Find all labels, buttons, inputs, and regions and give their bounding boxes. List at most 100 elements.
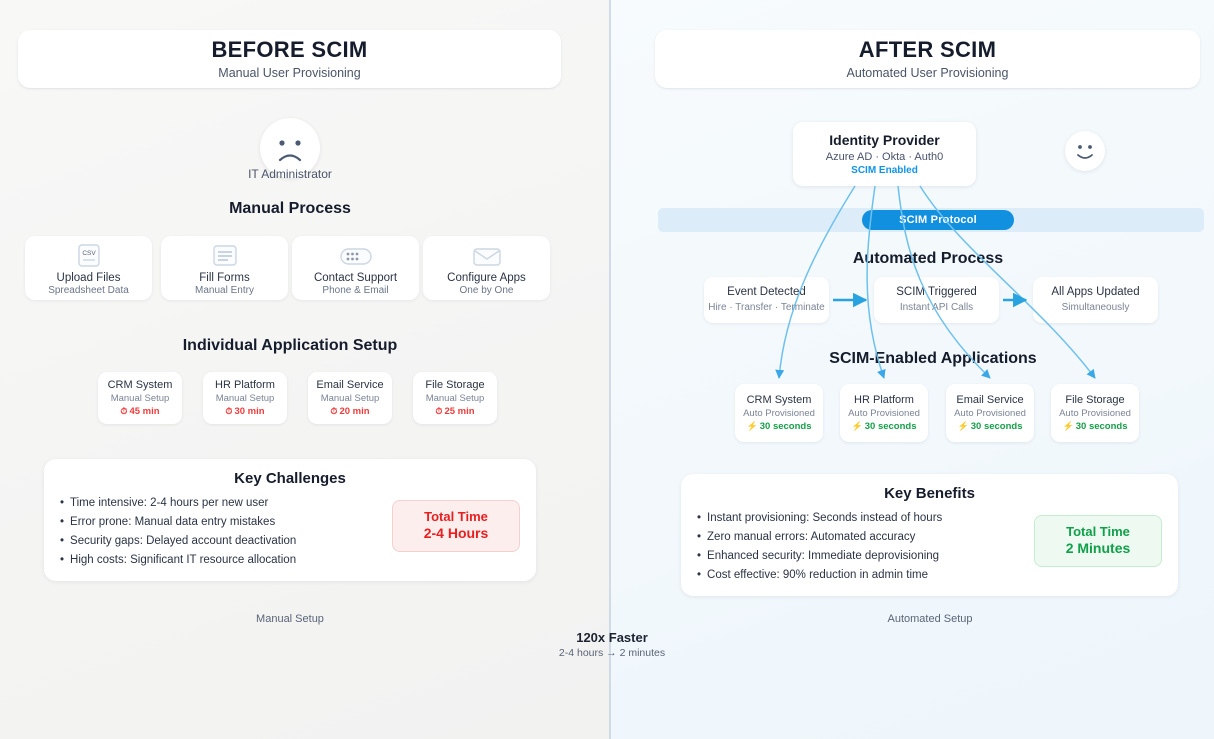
list-item: Enhanced security: Immediate deprovision… — [697, 547, 1034, 566]
step-card-contact-support[interactable]: Contact Support Phone & Email — [292, 236, 419, 300]
svg-text:CSV: CSV — [82, 250, 96, 257]
list-item: Security gaps: Delayed account deactivat… — [60, 532, 392, 551]
individual-application-setup-title: Individual Application Setup — [182, 337, 398, 354]
app-card-file-storage[interactable]: File Storage Manual Setup ⏱25 min — [413, 372, 497, 424]
process-card-event-detected[interactable]: Event Detected Hire · Transfer · Termina… — [704, 277, 829, 323]
process-subtitle: Hire · Transfer · Terminate — [708, 301, 825, 313]
key-benefits-list: Instant provisioning: Seconds instead of… — [697, 509, 1034, 585]
identity-provider-name: Identity Provider — [829, 132, 940, 148]
phone-keypad-icon — [338, 243, 374, 269]
stopwatch-icon: ⏱ — [330, 405, 338, 416]
after-title: AFTER SCIM — [858, 37, 997, 63]
sad-face-icon — [260, 118, 320, 178]
automated-process-title: Automated Process — [852, 250, 1004, 267]
step-subtitle: Spreadsheet Data — [48, 285, 129, 297]
scim-enabled-applications-title: SCIM-Enabled Applications — [829, 350, 1037, 367]
list-item: Cost effective: 90% reduction in admin t… — [697, 566, 1034, 585]
step-subtitle: Phone & Email — [322, 285, 389, 297]
csv-file-icon: CSV — [75, 243, 103, 269]
app-metric: ⏱45 min — [120, 405, 160, 417]
list-item: Error prone: Manual data entry mistakes — [60, 513, 392, 532]
app-name: CRM System — [107, 378, 173, 391]
stopwatch-icon: ⏱ — [120, 405, 128, 416]
app-card-hr-platform[interactable]: HR Platform Manual Setup ⏱30 min — [203, 372, 287, 424]
before-scim-panel — [0, 0, 610, 739]
speedup-headline: 120x Faster — [576, 630, 648, 645]
list-item: Instant provisioning: Seconds instead of… — [697, 509, 1034, 528]
before-footer-label: Manual Setup — [256, 613, 324, 625]
after-footer-label: Automated Setup — [887, 613, 973, 625]
scim-app-card-hr-platform[interactable]: HR Platform Auto Provisioned ⚡30 seconds — [840, 384, 928, 442]
manual-process-title: Manual Process — [229, 200, 351, 217]
process-subtitle: Simultaneously — [1061, 301, 1130, 313]
speedup-detail: 2-4 hours → 2 minutes — [558, 647, 666, 659]
app-card-email-service[interactable]: Email Service Manual Setup ⏱20 min — [308, 372, 392, 424]
identity-provider-card[interactable]: Identity Provider Azure AD · Okta · Auth… — [793, 122, 976, 186]
step-title: Upload Files — [56, 272, 121, 284]
after-scim-panel — [610, 0, 1214, 739]
lightning-icon: ⚡ — [746, 420, 758, 431]
envelope-icon — [470, 243, 504, 269]
app-metric: ⏱25 min — [435, 405, 475, 417]
app-name: CRM System — [746, 393, 812, 406]
happy-face-icon — [1065, 131, 1105, 171]
app-mode: Manual Setup — [425, 392, 485, 404]
process-card-scim-triggered[interactable]: SCIM Triggered Instant API Calls — [874, 277, 999, 323]
lightning-icon: ⚡ — [851, 420, 863, 431]
app-mode: Manual Setup — [320, 392, 380, 404]
scim-app-card-email-service[interactable]: Email Service Auto Provisioned ⚡30 secon… — [946, 384, 1034, 442]
lightning-icon: ⚡ — [957, 420, 969, 431]
scim-app-card-crm-system[interactable]: CRM System Auto Provisioned ⚡30 seconds — [735, 384, 823, 442]
speedup-note: 120x Faster 2-4 hours → 2 minutes — [512, 630, 712, 659]
key-challenges-list: Time intensive: 2-4 hours per new user E… — [60, 494, 392, 570]
lightning-icon: ⚡ — [1062, 420, 1074, 431]
key-challenges-panel: Key Challenges Time intensive: 2-4 hours… — [44, 459, 536, 581]
step-card-fill-forms[interactable]: Fill Forms Manual Entry — [161, 236, 288, 300]
app-metric: ⚡30 seconds — [1062, 420, 1128, 432]
total-time-badge-after: Total Time 2 Minutes — [1034, 515, 1162, 567]
identity-provider-vendors: Azure AD · Okta · Auth0 — [825, 151, 944, 163]
app-card-crm-system[interactable]: CRM System Manual Setup ⏱45 min — [98, 372, 182, 424]
scim-app-card-file-storage[interactable]: File Storage Auto Provisioned ⚡30 second… — [1051, 384, 1139, 442]
scim-enabled-badge: SCIM Enabled — [851, 165, 918, 176]
scim-protocol-pill: SCIM Protocol — [862, 210, 1014, 230]
app-metric: ⏱20 min — [330, 405, 370, 417]
list-item: Time intensive: 2-4 hours per new user — [60, 494, 392, 513]
before-subtitle: Manual User Provisioning — [218, 65, 361, 80]
app-mode: Manual Setup — [215, 392, 275, 404]
before-header-card: BEFORE SCIM Manual User Provisioning — [18, 30, 561, 88]
app-mode: Auto Provisioned — [954, 407, 1026, 419]
app-metric: ⏱30 min — [225, 405, 265, 417]
key-benefits-title: Key Benefits — [884, 485, 975, 502]
key-challenges-title: Key Challenges — [234, 470, 346, 487]
process-title: SCIM Triggered — [896, 286, 977, 299]
app-metric: ⚡30 seconds — [957, 420, 1023, 432]
list-item: High costs: Significant IT resource allo… — [60, 551, 392, 570]
app-name: File Storage — [425, 378, 485, 391]
panel-divider — [609, 0, 611, 739]
app-mode: Manual Setup — [110, 392, 170, 404]
step-card-upload-files[interactable]: CSV Upload Files Spreadsheet Data — [25, 236, 152, 300]
app-mode: Auto Provisioned — [743, 407, 815, 419]
total-time-value: 2 Minutes — [1065, 540, 1131, 557]
app-metric: ⚡30 seconds — [851, 420, 917, 432]
app-name: HR Platform — [215, 378, 275, 391]
stopwatch-icon: ⏱ — [225, 405, 233, 416]
total-time-badge-before: Total Time 2-4 Hours — [392, 500, 520, 552]
process-subtitle: Instant API Calls — [899, 301, 974, 313]
list-item: Zero manual errors: Automated accuracy — [697, 528, 1034, 547]
total-time-label: Total Time — [1066, 524, 1130, 540]
app-name: Email Service — [316, 378, 384, 391]
app-mode: Auto Provisioned — [1059, 407, 1131, 419]
step-card-configure-apps[interactable]: Configure Apps One by One — [423, 236, 550, 300]
step-title: Fill Forms — [199, 272, 250, 284]
it-administrator-label: IT Administrator — [248, 167, 332, 181]
process-card-all-apps-updated[interactable]: All Apps Updated Simultaneously — [1033, 277, 1158, 323]
before-title: BEFORE SCIM — [211, 37, 368, 63]
process-title: All Apps Updated — [1051, 286, 1140, 299]
key-benefits-panel: Key Benefits Instant provisioning: Secon… — [681, 474, 1178, 596]
app-mode: Auto Provisioned — [848, 407, 920, 419]
step-subtitle: Manual Entry — [195, 285, 254, 297]
step-title: Contact Support — [313, 272, 398, 284]
